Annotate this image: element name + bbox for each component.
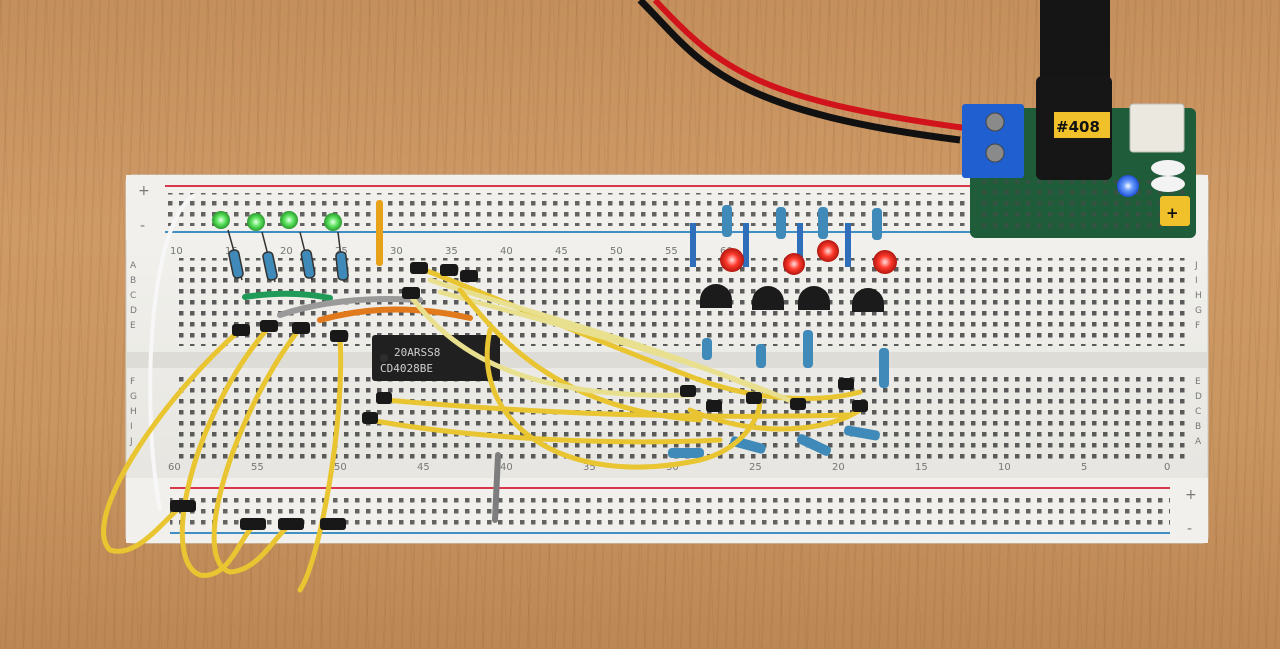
rail-plus-top: + bbox=[138, 183, 150, 199]
rail-minus-top: - bbox=[140, 218, 145, 234]
transistor-group bbox=[700, 284, 884, 312]
resistor-group-left bbox=[227, 229, 349, 283]
ic-chip: 20ARSS8 CD4028BE bbox=[372, 335, 500, 381]
row-letter: J bbox=[129, 437, 133, 447]
wire-plugs bbox=[170, 262, 868, 530]
row-letter: E bbox=[1195, 377, 1201, 387]
orange-jumper bbox=[376, 200, 383, 266]
screw-terminal bbox=[962, 104, 1024, 178]
row-letter: F bbox=[1195, 321, 1200, 331]
column-number-bottom: 40 bbox=[500, 462, 513, 473]
column-number-bottom: 0 bbox=[1164, 462, 1170, 473]
rail-plus-bottom: + bbox=[1185, 487, 1197, 503]
row-letter: C bbox=[1195, 407, 1201, 417]
rail-minus-bottom: - bbox=[1187, 521, 1192, 537]
row-letter: H bbox=[1195, 291, 1202, 301]
row-letter: C bbox=[130, 291, 136, 301]
row-letter: H bbox=[130, 407, 137, 417]
row-letter: A bbox=[1195, 437, 1202, 447]
row-letter: I bbox=[130, 422, 133, 432]
jst-connector bbox=[1129, 103, 1185, 153]
row-letter: G bbox=[130, 392, 137, 402]
row-letter: B bbox=[130, 276, 136, 286]
column-number-top: 45 bbox=[555, 246, 568, 257]
chip-label-line2: CD4028BE bbox=[380, 362, 433, 375]
red-led-group bbox=[690, 205, 897, 275]
row-letter: A bbox=[130, 261, 137, 271]
jumper-wires bbox=[101, 265, 863, 593]
column-number-top: 55 bbox=[665, 246, 678, 257]
column-number-top: 30 bbox=[390, 246, 403, 257]
column-number-bottom: 10 bbox=[998, 462, 1011, 473]
column-number-bottom: 55 bbox=[251, 462, 264, 473]
column-number-bottom: 25 bbox=[749, 462, 762, 473]
plus-glyph: + bbox=[1166, 204, 1179, 222]
column-number-bottom: 45 bbox=[417, 462, 430, 473]
power-module: #408 + bbox=[962, 76, 1196, 238]
column-number-top: 35 bbox=[445, 246, 458, 257]
row-letter: F bbox=[130, 377, 135, 387]
power-led-blue bbox=[1117, 175, 1139, 197]
chip-label-line1: 20ARSS8 bbox=[394, 346, 440, 359]
column-number-top: 40 bbox=[500, 246, 513, 257]
power-cable bbox=[637, 0, 1110, 144]
column-number-bottom: 60 bbox=[168, 462, 181, 473]
row-letter: E bbox=[130, 321, 136, 331]
column-number-top: 20 bbox=[280, 246, 293, 257]
power-module-tag: #408 bbox=[1056, 118, 1100, 136]
column-number-bottom: 35 bbox=[583, 462, 596, 473]
column-number-bottom: 15 bbox=[915, 462, 928, 473]
column-number-top: 50 bbox=[610, 246, 623, 257]
column-number-bottom: 5 bbox=[1081, 462, 1087, 473]
column-number-bottom: 50 bbox=[334, 462, 347, 473]
breadboard: + - + - 1015202530354045505560 605550454… bbox=[125, 174, 1209, 544]
row-letter: D bbox=[1195, 392, 1202, 402]
row-letter: B bbox=[1195, 422, 1201, 432]
row-letter: G bbox=[1195, 306, 1202, 316]
column-number-bottom: 30 bbox=[666, 462, 679, 473]
column-number-top: 10 bbox=[170, 246, 183, 257]
white-wire bbox=[148, 193, 197, 511]
column-number-bottom: 20 bbox=[832, 462, 845, 473]
row-letter: D bbox=[130, 306, 137, 316]
row-letter: I bbox=[1195, 276, 1198, 286]
row-letter: J bbox=[1194, 261, 1198, 271]
green-led-group bbox=[212, 211, 342, 231]
